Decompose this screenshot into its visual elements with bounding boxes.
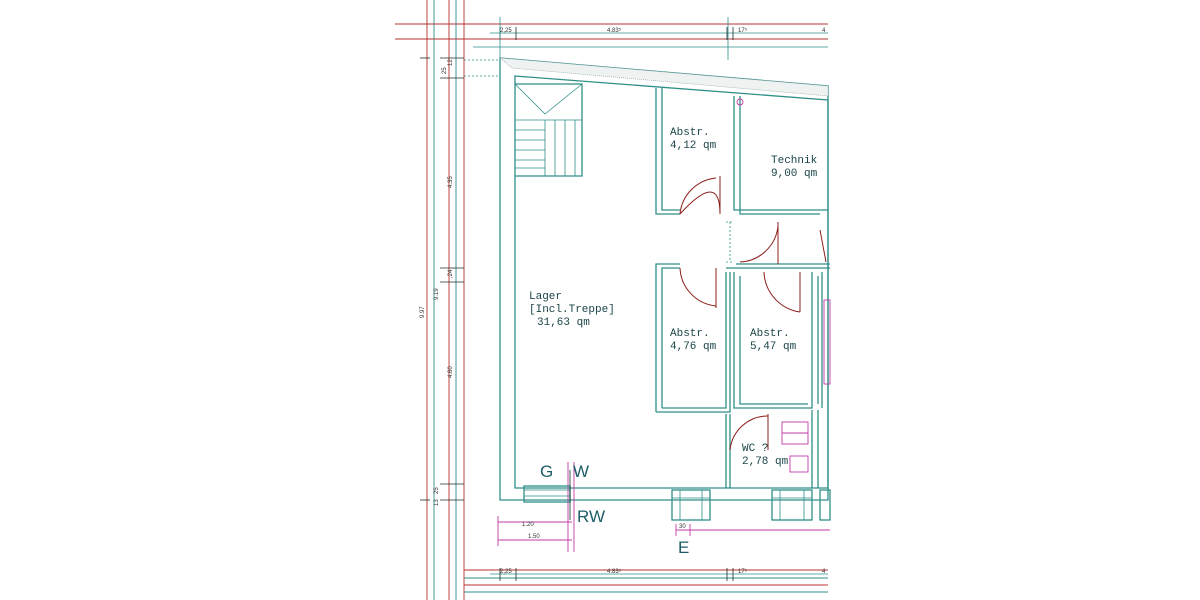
room-lager-name: Lager [529,291,562,303]
grid-axes [395,0,828,600]
room-abstr2-area: 4,76 qm [670,341,717,353]
room-abstr1-name: Abstr. [670,127,710,139]
fixtures [497,98,831,552]
room-abstr3-area: 5,47 qm [750,341,797,353]
dim-left-seg1: 4.35 [448,176,454,188]
room-wc-name: WC ? [742,443,768,455]
dim-left-top2: 12 [448,59,454,66]
room-technik-name: Technik [771,155,818,167]
dim-bottom-c: 17⁵ [738,568,748,575]
stairs [514,83,583,177]
doors [679,176,827,451]
room-lager-area: 31,63 qm [537,317,590,329]
marker-e: E [678,538,689,557]
dim-left-bot1: 13 [434,499,440,506]
interior-walls [655,88,830,488]
dim-left-seg3: ,24 [448,269,454,278]
outer-walls [499,57,829,501]
dim-left-bot2: 25 [434,487,440,494]
dim-left-top1: 25 [442,67,448,74]
dim-top-c: 17⁵ [738,27,748,34]
room-abstr3-name: Abstr. [750,328,790,340]
dimension-small: 1.20 1.50 30 [522,522,686,540]
dim-120: 1.20 [522,522,534,528]
room-lager-sub: [Incl.Treppe] [529,304,615,316]
dim-left-sub: 9.19 [434,288,440,300]
dimension-bottom: 2,25 4.83⁵ 17⁵ 4 [490,568,828,581]
room-labels: Lager [Incl.Treppe] 31,63 qm Abstr. 4,12… [529,127,818,468]
marker-g: G [540,462,553,481]
dim-150: 1.50 [528,534,540,540]
room-technik-area: 9,00 qm [771,168,818,180]
marker-w: W [573,462,589,481]
room-abstr2-name: Abstr. [670,328,710,340]
dim-bottom-d: 4 [822,569,826,575]
dim-bottom-b: 4.83⁵ [607,568,622,575]
openings [523,470,831,521]
dim-top-b: 4.83⁵ [607,27,622,34]
dim-bottom-a: 2,25 [500,569,512,575]
dim-left-seg2: 4.60 [448,366,454,378]
room-abstr1-area: 4,12 qm [670,140,717,152]
marker-rw: RW [577,507,605,526]
dimension-top: 2,25 4.83⁵ 17⁵ 4 [473,17,828,60]
dimension-left: 9.97 9.19 4.35 4.60 ,24 25 12 13 25 [420,57,500,506]
dim-top-d: 4 [822,28,826,34]
markers: G W RW E [540,462,689,557]
dim-top-a: 2,25 [500,28,512,34]
dim-left-total: 9.97 [420,306,426,318]
dim-30: 30 [679,524,686,530]
room-wc-area: 2,78 qm [742,456,789,468]
